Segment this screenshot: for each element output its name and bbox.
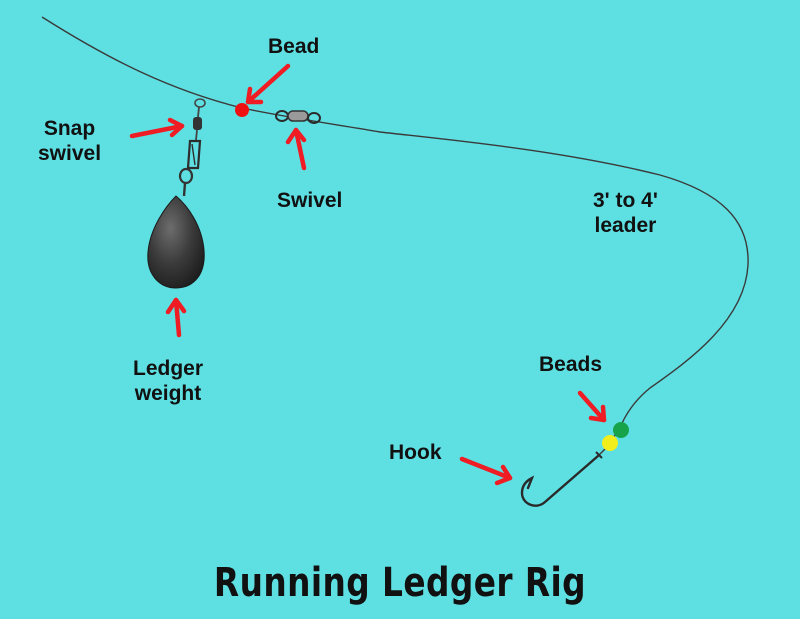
label-swivel: Swivel [277,189,343,212]
arrow-bead [245,63,291,105]
diagram-title: Running Ledger Rig [213,560,587,606]
red-bead [235,103,249,117]
label-ledger-weight-line2: weight [134,382,202,406]
green-bead [613,422,629,438]
arrow-ledger-weight [165,297,187,338]
label-leader-line2: leader [594,214,657,238]
yellow-bead [602,435,618,451]
label-snap-swivel: Snap swivel [38,116,101,166]
fishing-hook [520,454,600,507]
label-snap-swivel-line2: swivel [38,142,102,166]
label-snap-swivel-line1: Snap [43,117,96,140]
snap-swivel [178,98,206,197]
label-ledger-weight-line1: Ledger [133,357,204,380]
label-beads: Beads [539,353,603,376]
label-hook: Hook [389,441,442,464]
arrow-snap-swivel [129,117,185,139]
label-bead: Bead [268,35,320,58]
barrel-swivel [275,110,321,124]
main-line [41,16,749,429]
label-leader-line1: 3' to 4' [593,189,658,212]
arrow-beads [577,390,607,423]
label-ledger-weight: Ledger weight [133,356,203,406]
arrow-hook [459,456,513,486]
ledger-weight [147,195,205,289]
label-leader: 3' to 4' leader [593,188,658,238]
arrow-swivel [285,127,307,171]
